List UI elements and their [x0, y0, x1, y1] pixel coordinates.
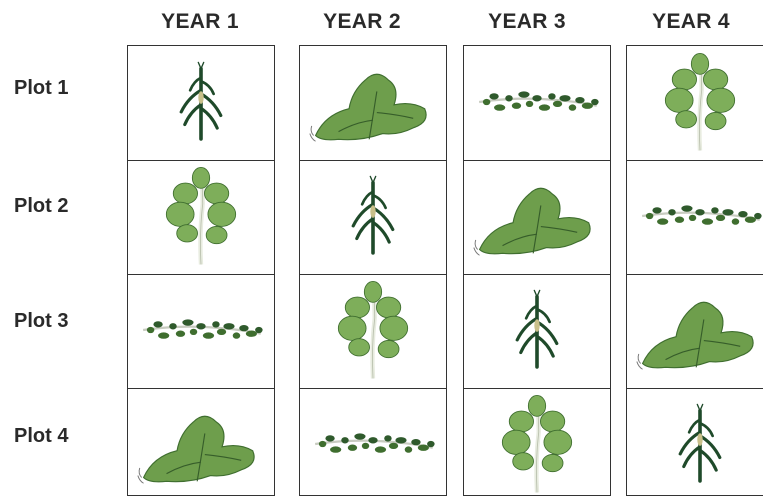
corn-plant-icon	[492, 284, 582, 376]
squash-plant-icon	[306, 58, 440, 146]
row-divider	[627, 274, 763, 275]
row-divider	[464, 274, 610, 275]
plot-4-label: Plot 4	[14, 422, 114, 450]
plot-3-label: Plot 3	[14, 307, 114, 335]
peanut-plant-icon	[134, 302, 268, 358]
bean-plant-icon	[653, 50, 747, 154]
row-divider	[300, 388, 446, 389]
year-2-header: YEAR 2	[287, 8, 437, 36]
year-1-header: YEAR 1	[125, 8, 275, 36]
peanut-plant-icon	[633, 188, 763, 244]
row-divider	[128, 388, 274, 389]
bean-plant-icon	[490, 392, 584, 496]
row-divider	[464, 388, 610, 389]
squash-plant-icon	[470, 172, 604, 260]
corn-plant-icon	[328, 170, 418, 262]
bean-plant-icon	[154, 164, 248, 268]
year-3-header: YEAR 3	[452, 8, 602, 36]
row-divider	[300, 160, 446, 161]
squash-plant-icon	[633, 286, 763, 374]
corn-plant-icon	[156, 56, 246, 148]
row-divider	[300, 274, 446, 275]
peanut-plant-icon	[306, 416, 440, 472]
squash-plant-icon	[134, 400, 268, 488]
plot-2-label: Plot 2	[14, 192, 114, 220]
row-divider	[128, 274, 274, 275]
row-divider	[627, 388, 763, 389]
plot-1-label: Plot 1	[14, 74, 114, 102]
bean-plant-icon	[326, 278, 420, 382]
corn-plant-icon	[655, 398, 745, 490]
year-4-header: YEAR 4	[616, 8, 763, 36]
row-divider	[627, 160, 763, 161]
row-divider	[128, 160, 274, 161]
row-divider	[464, 160, 610, 161]
peanut-plant-icon	[470, 74, 604, 130]
